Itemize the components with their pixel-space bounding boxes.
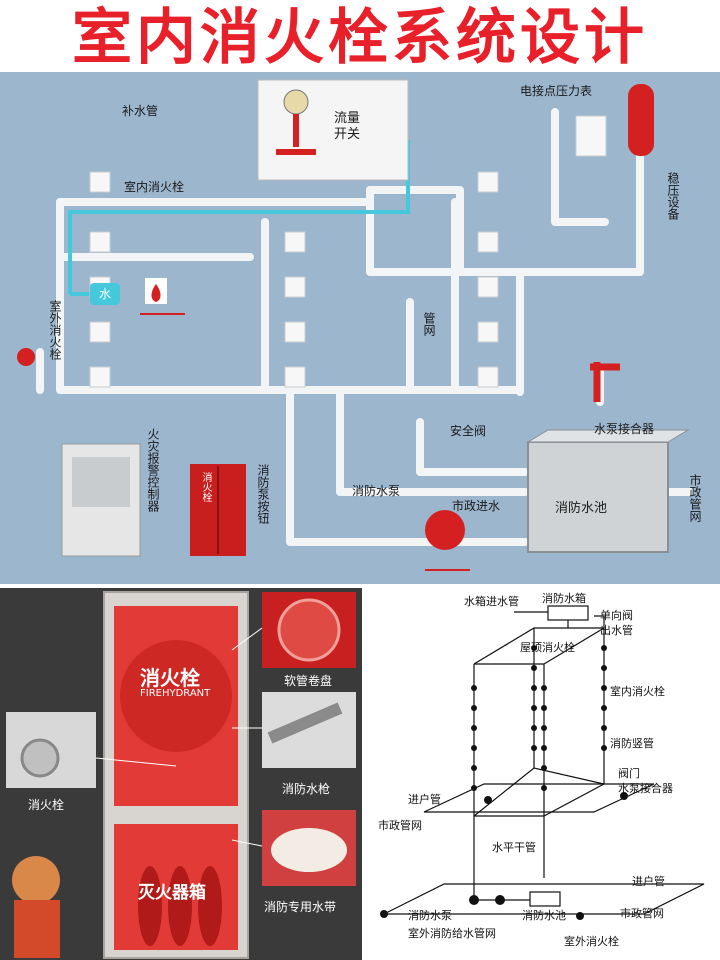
- callout-hose: 消防专用水带: [264, 900, 337, 914]
- mascot-figure: [12, 856, 60, 904]
- title-bar: 室内消火栓系统设计: [0, 0, 720, 80]
- label-outdoor-network: 室外消防给水管网: [408, 927, 496, 940]
- label-fire-pump: 消防水泵: [352, 484, 401, 498]
- label-municipal-right: 市政管网: [620, 907, 664, 920]
- label-fire-pool: 消防水池: [555, 501, 608, 516]
- label-city-pipe: 市政管网: [688, 474, 702, 522]
- label-outdoor-hydrant: 室外消火栓: [564, 935, 619, 948]
- label-pump-button: 消防泵按钮: [256, 464, 270, 524]
- fire-valve-icon: [17, 348, 35, 366]
- callout-hydrant: 消火栓: [28, 798, 65, 812]
- callout-hose-reel: 软管卷盘: [284, 674, 333, 688]
- label-indoor-hydrant: 室内消火栓: [610, 685, 665, 698]
- callout-nozzle: 消防水枪: [282, 782, 331, 796]
- cabinet-photo-art: [6, 591, 356, 959]
- fire-pool-tank: [527, 441, 669, 553]
- label-roof-tank: 消防水箱: [542, 592, 586, 605]
- flow-switch-box: [257, 79, 409, 181]
- label-indoor-hydrant: 室内消火栓: [124, 180, 185, 194]
- label-municipal-inlet: 市政进水: [452, 499, 501, 513]
- label-flow-switch-2: 开关: [334, 127, 361, 142]
- cabinet-text: 消火栓: [140, 666, 200, 690]
- label-pressure-switch: 电接点压力表: [520, 84, 593, 98]
- cabinet-english-text: FIREHYDRANT: [140, 688, 211, 699]
- system-diagram: 水 补水管 流量 开关 电接点压力表 室内消火栓 稳压设备 管网 室外消火栓 安…: [0, 72, 720, 584]
- label-alarm-panel: 火灾报警控制器: [146, 428, 160, 512]
- extinguisher-box-text: 灭火器箱: [138, 883, 206, 903]
- label-hydrant-pipe: 室外消火栓: [48, 300, 62, 360]
- label-tank-inlet: 水箱进水管: [464, 595, 519, 608]
- label-inlet-pipe-right: 进户管: [632, 875, 665, 888]
- label-pump-adapter: 水泵接合器: [618, 782, 673, 795]
- schematic-diagram: 水箱进水管 消防水箱 单向阀 出水管 屋顶消火栓 室内消火栓 消防竖管 阀门 水…: [364, 588, 720, 960]
- label-pump-adapter: 水泵接合器: [594, 422, 655, 436]
- label-horizontal-main: 水平干管: [492, 841, 536, 854]
- label-check-valve: 单向阀: [600, 609, 633, 622]
- label-roof-hydrant: 屋顶消火栓: [520, 641, 575, 654]
- page-title: 室内消火栓系统设计: [72, 3, 648, 73]
- label-fire-pump: 消防水泵: [408, 909, 452, 922]
- label-refill-pipe: 补水管: [122, 104, 159, 118]
- fire-pump-icon: [425, 510, 465, 550]
- cabinet-photo: 消火栓 FIREHYDRANT 灭火器箱 软管卷盘 消防水枪 消火栓 消防专用水…: [0, 588, 362, 960]
- label-municipal-left: 市政管网: [378, 819, 422, 832]
- pump-adapter-icon: [590, 362, 620, 402]
- label-inlet-pipe-left: 进户管: [408, 793, 441, 806]
- label-pressure-equipment: 稳压设备: [666, 172, 680, 220]
- label-riser: 消防竖管: [610, 737, 654, 750]
- label-safety-valve: 安全阀: [450, 424, 487, 438]
- cabinet-door-text: 消火栓: [200, 472, 211, 502]
- pipes: [36, 108, 694, 546]
- label-outlet-pipe: 出水管: [600, 624, 633, 637]
- schematic-hydrant-dots: [380, 645, 628, 920]
- label-flow-switch-1: 流量: [334, 111, 361, 126]
- schematic-lines: [380, 605, 705, 920]
- water-badge: 水: [90, 283, 120, 305]
- label-riser: 管网: [422, 312, 436, 336]
- pipe-network: [17, 79, 694, 571]
- pressure-tank: [628, 84, 654, 156]
- label-fire-pool: 消防水池: [522, 909, 566, 922]
- label-valve: 阀门: [618, 767, 640, 780]
